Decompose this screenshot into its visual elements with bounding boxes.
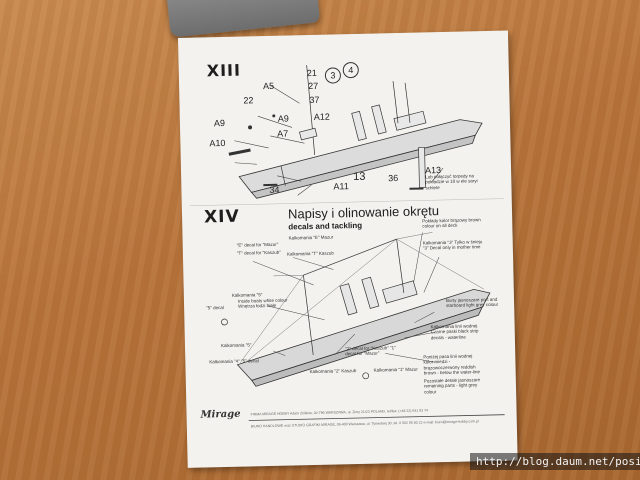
blog-watermark: http://blog.daum.net/posiri	[470, 453, 640, 470]
part-label-a7: A7	[277, 128, 289, 139]
decal-markers	[221, 318, 370, 380]
decal-note-1: Kalkomania "E" Mazur	[288, 234, 334, 241]
part-label-27: 27	[308, 80, 319, 92]
part-leader-lines-lower	[252, 232, 440, 363]
part-label-a9-right: A9	[277, 113, 289, 124]
torpedo-note: Lub połączyć torpedy na pokładzie w 18 w…	[425, 173, 478, 191]
section-label-xiii: XIII	[206, 60, 242, 81]
decal-note-3: "T" decal for "Kaszub"	[236, 249, 281, 256]
part-label-36: 36	[388, 173, 399, 184]
decal-note-4: Kalkomania "T" Kaszub	[286, 250, 334, 257]
decal-note-17: Poniżej pasa linii wodnej kolor miedzi -…	[423, 353, 480, 376]
decal-note-15: Kalkomania "2" Kaszub	[309, 368, 357, 375]
part-label-a10: A10	[209, 137, 226, 149]
small-parts-upper	[228, 114, 424, 190]
section-label-xiv: XIV	[203, 206, 240, 228]
part-label-a12: A12	[313, 111, 330, 122]
part-label-a5: A5	[262, 80, 275, 92]
mirage-logo: Mirage	[200, 408, 241, 421]
decal-note-18: Pozostałe detale jasnoszare remaining pa…	[423, 377, 481, 395]
section-divider	[189, 198, 504, 207]
part-leader-lines-upper	[234, 85, 444, 196]
footer-rule	[248, 414, 505, 421]
decal-note-13: Kalkomania linii wodnej Czarne paski bla…	[430, 323, 479, 341]
part-label-13: 13	[353, 170, 366, 184]
part-label-22: 22	[243, 95, 254, 106]
part-label-a9-left: A9	[213, 117, 226, 129]
section-subtitle: decals and tackling	[288, 220, 363, 232]
decal-note-10: Burty jasnoszare port and starboard ligh…	[445, 296, 499, 309]
decal-note-14: "2" decal for "Kaszub" "1" decal for "Ma…	[345, 345, 396, 357]
part-label-a11: A11	[333, 181, 349, 192]
instruction-sheet: XIII 21 3 4 27 37 A5 22 A9 A9 A12 A7 A10…	[178, 30, 518, 468]
part-label-37: 37	[309, 94, 320, 106]
decal-note-5: Pokłady kolor brązowy brown colour on al…	[422, 217, 481, 229]
ship-drawings	[189, 65, 505, 421]
decal-note-6: Kalkomania "3" Tylko w śnieju "3" Decal …	[422, 239, 483, 251]
rigging-lines	[240, 232, 484, 363]
decal-note-2: "E" decal for "Mazur"	[236, 241, 279, 248]
decal-note-7: "5" decal	[206, 305, 224, 311]
part-label-21: 21	[306, 67, 317, 79]
ship-superstructure-lower	[303, 238, 418, 356]
decal-note-9: Inside boats white colour Wnętrza łodzi …	[237, 297, 288, 310]
decal-note-12: Kalkomania "4" "5" decal	[209, 358, 259, 365]
decal-note-16: Kalkomania "1" Mazur	[373, 366, 418, 373]
decal-note-11: Kalkomania "5"	[220, 342, 252, 349]
ship-hull-lower	[236, 288, 491, 387]
part-label-34: 34	[269, 184, 280, 195]
